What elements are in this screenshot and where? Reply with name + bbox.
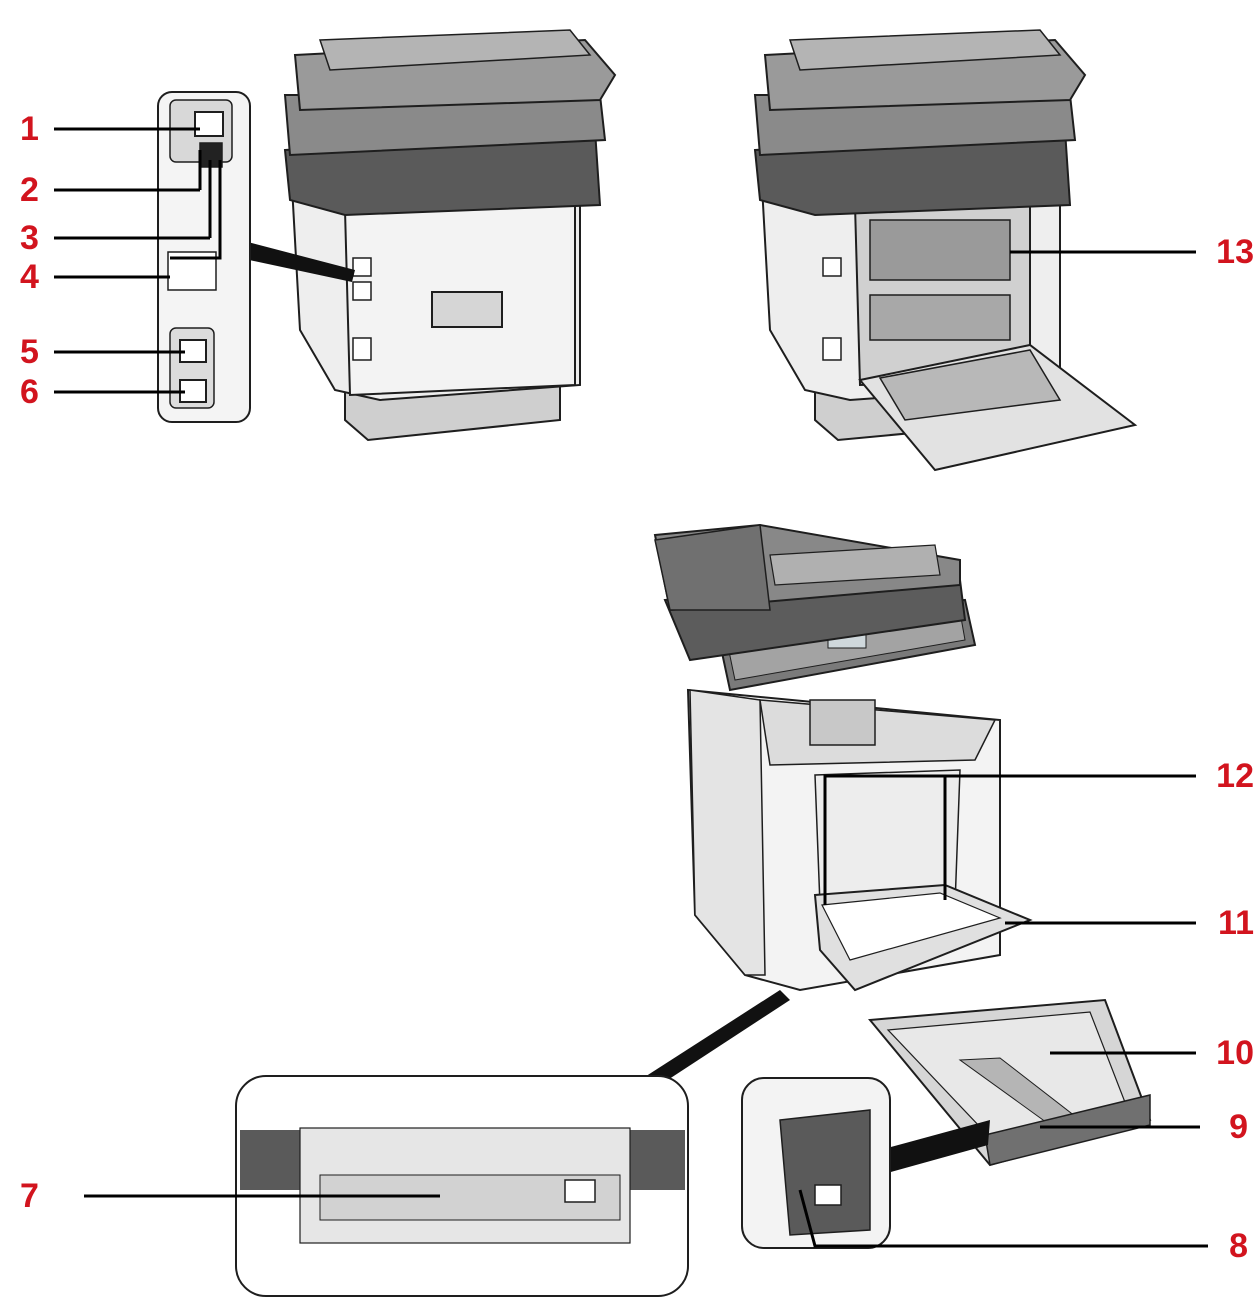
leader-8 [798,1189,1208,1248]
callout-8: 8 [1229,1227,1248,1265]
printer-front-view [653,523,1033,992]
callout-1: 1 [20,110,39,148]
callout-12: 12 [1216,757,1254,795]
printer-rear-open-view [753,29,1138,472]
callout-3: 3 [20,219,39,257]
paper-cassette [868,998,1152,1167]
printer-rear-view [283,29,617,442]
callout-10: 10 [1216,1034,1254,1072]
interior-closeup [235,990,790,1297]
callout-13: 13 [1216,233,1254,271]
callout-6: 6 [20,373,39,411]
callout-2: 2 [20,171,39,209]
callout-4: 4 [20,258,39,296]
leader-4-box [170,160,222,260]
callout-5: 5 [20,333,39,371]
leader-lines [54,127,1208,1248]
callout-9: 9 [1229,1108,1248,1146]
cassette-closeup [741,1077,990,1249]
callout-7: 7 [20,1177,39,1215]
leader-12 [823,774,1196,905]
callout-11: 11 [1218,904,1254,942]
